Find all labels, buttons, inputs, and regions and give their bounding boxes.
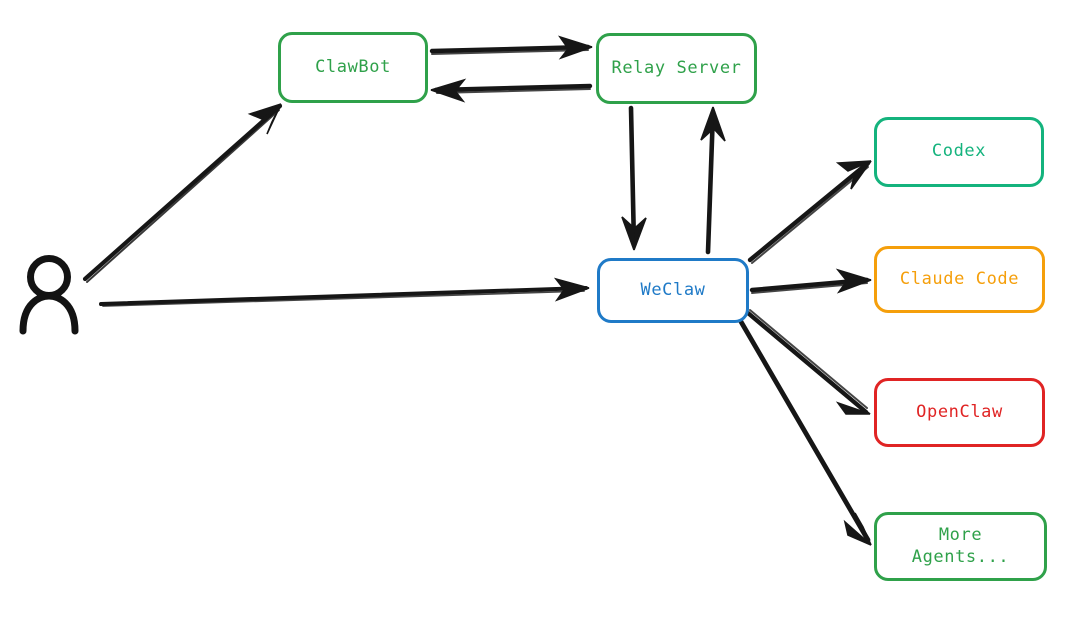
node-openclaw[interactable]: OpenClaw [874, 378, 1045, 447]
edge-relay-to-clawbot [430, 78, 593, 103]
edge-weclaw-to-codex [747, 160, 872, 264]
node-claude-code[interactable]: Claude Code [874, 246, 1045, 313]
node-weclaw[interactable]: WeClaw [597, 258, 749, 323]
edge-weclaw-to-more-agents [737, 317, 872, 546]
edge-clawbot-to-relay [429, 35, 593, 60]
node-more-agents[interactable]: More Agents... [874, 512, 1047, 581]
node-more-agents-label: More Agents... [911, 524, 1010, 567]
node-openclaw-label: OpenClaw [916, 401, 1003, 422]
edge-weclaw-to-openclaw [745, 309, 871, 415]
edge-relay-to-weclaw [621, 105, 647, 251]
node-relay-server-label: Relay Server [611, 57, 742, 78]
node-relay-server[interactable]: Relay Server [596, 33, 757, 104]
node-clawbot-label: ClawBot [315, 56, 391, 77]
edge-weclaw-to-relay [700, 106, 726, 255]
node-codex-label: Codex [931, 141, 987, 162]
node-codex[interactable]: Codex [874, 117, 1044, 187]
edge-user-to-weclaw [99, 277, 590, 307]
node-clawbot[interactable]: ClawBot [278, 32, 428, 103]
user-actor-icon [19, 255, 79, 335]
edge-weclaw-to-claude-code [749, 268, 872, 294]
edge-user-to-clawbot [82, 103, 283, 283]
node-claude-code-label: Claude Code [899, 268, 1020, 289]
node-weclaw-label: WeClaw [640, 279, 706, 300]
